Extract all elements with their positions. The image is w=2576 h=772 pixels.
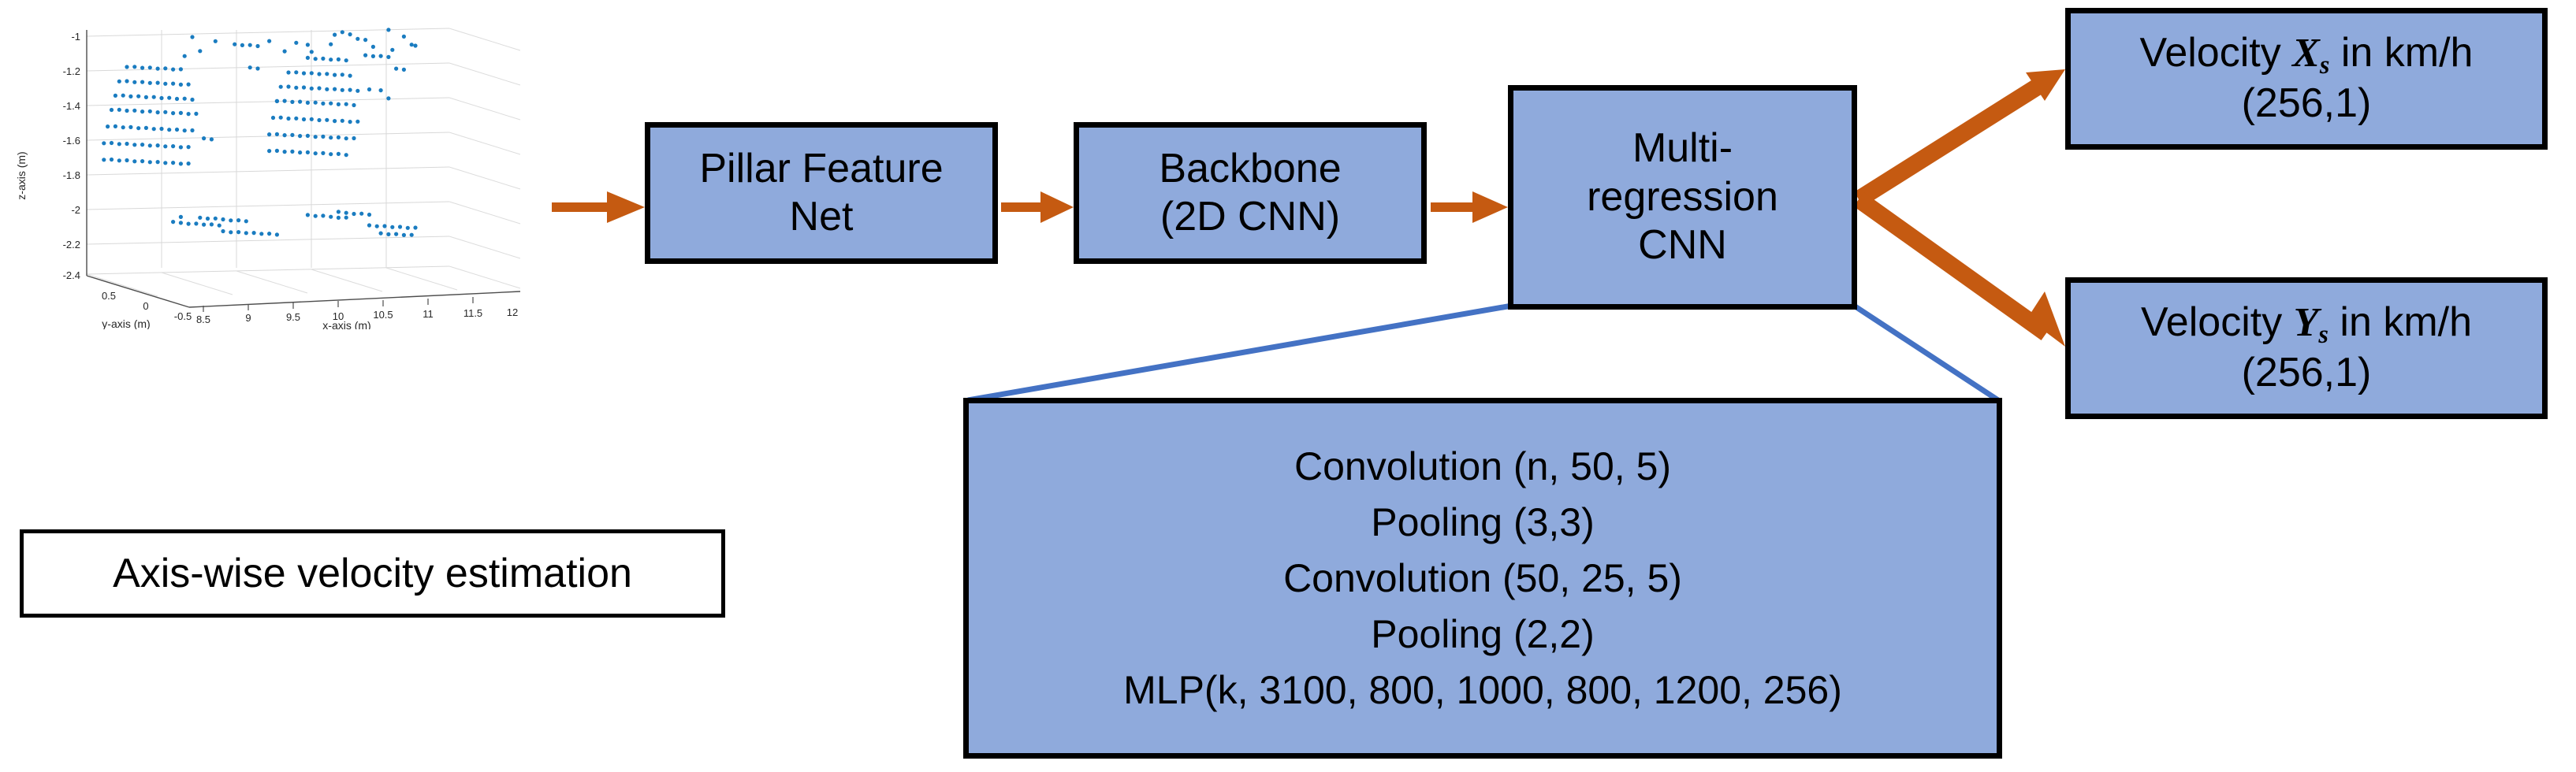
pillar-feature-net-line-1: Pillar Feature: [699, 145, 944, 191]
svg-text:-1.4: -1.4: [63, 100, 80, 112]
velocity-y-prefix: Velocity: [2140, 299, 2294, 346]
svg-text:9: 9: [245, 312, 251, 324]
svg-text:y-axis (m): y-axis (m): [102, 317, 150, 329]
arrow-multiregression-to-velocity-y: [1853, 192, 2065, 347]
detail-line-3: Convolution (50, 25, 5): [1283, 555, 1682, 600]
arrow-backbone-to-multiregression: [1431, 191, 1508, 223]
svg-text:-2.4: -2.4: [63, 269, 80, 281]
svg-text:11: 11: [423, 308, 434, 320]
backbone-line-1: Backbone: [1159, 145, 1342, 191]
svg-text:-1.6: -1.6: [63, 135, 80, 147]
velocity-x-symbol: Xs: [2292, 31, 2330, 80]
svg-text:9.5: 9.5: [286, 311, 300, 323]
backbone-line-2: (2D CNN): [1160, 194, 1341, 239]
caption-label: Axis-wise velocity estimation: [113, 551, 632, 596]
pipeline-box-backbone[interactable]: Backbone (2D CNN): [1074, 122, 1427, 264]
velocity-x-prefix: Velocity: [2139, 30, 2293, 76]
output-box-velocity-x[interactable]: Velocity Xs in km/h (256,1): [2065, 8, 2548, 150]
svg-text:-2: -2: [71, 204, 80, 216]
svg-text:12: 12: [507, 306, 518, 318]
arrow-input-to-pillar: [552, 191, 645, 223]
detail-line-5: MLP(k, 3100, 800, 1000, 800, 1200, 256): [1123, 667, 1842, 712]
svg-text:-1.2: -1.2: [63, 65, 80, 77]
output-box-velocity-y[interactable]: Velocity Ys in km/h (256,1): [2065, 277, 2548, 419]
velocity-x-subscript: s: [2319, 50, 2330, 80]
svg-text:10: 10: [333, 310, 344, 322]
svg-text:8.5: 8.5: [196, 314, 210, 325]
velocity-y-title: Velocity Ys in km/h: [2141, 299, 2472, 349]
svg-text:-1.8: -1.8: [63, 169, 80, 181]
detail-box-multi-regression-architecture[interactable]: Convolution (n, 50, 5) Pooling (3,3) Con…: [963, 398, 2002, 759]
svg-text:0: 0: [143, 300, 148, 312]
detail-line-1: Convolution (n, 50, 5): [1294, 444, 1672, 488]
velocity-x-title: Velocity Xs in km/h: [2140, 29, 2474, 80]
callout-multiregression-to-detail: [967, 302, 2000, 403]
lidar-point-cloud-plot: -1 -1.2 -1.4 -1.6 -1.8 -2 -2.2 -2.4 z-ax…: [15, 28, 521, 329]
caption-box-axis-wise-velocity-estimation[interactable]: Axis-wise velocity estimation: [20, 529, 725, 618]
pipeline-box-multi-regression-cnn[interactable]: Multi- regression CNN: [1508, 85, 1857, 310]
multi-regression-cnn-line-3: CNN: [1638, 222, 1727, 269]
detail-line-4: Pooling (2,2): [1371, 611, 1595, 656]
pipeline-box-pillar-feature-net[interactable]: Pillar Feature Net: [645, 122, 998, 264]
velocity-y-subscript: s: [2318, 320, 2328, 349]
velocity-y-shape: (256,1): [2241, 350, 2372, 396]
velocity-y-suffix: in km/h: [2328, 299, 2473, 346]
multi-regression-cnn-line-2: regression: [1587, 173, 1778, 220]
svg-text:10.5: 10.5: [373, 309, 393, 321]
velocity-x-shape: (256,1): [2241, 80, 2372, 127]
velocity-y-symbol: Ys: [2293, 300, 2328, 349]
svg-text:0.5: 0.5: [102, 290, 116, 302]
svg-text:-1: -1: [71, 31, 80, 43]
svg-text:11.5: 11.5: [463, 307, 482, 319]
detail-line-2: Pooling (3,3): [1371, 499, 1595, 544]
velocity-x-suffix: in km/h: [2329, 30, 2474, 76]
multi-regression-cnn-line-1: Multi-: [1632, 125, 1733, 172]
svg-text:-2.2: -2.2: [63, 239, 80, 251]
arrow-pillar-to-backbone: [1001, 191, 1074, 223]
arrow-multiregression-to-velocity-x: [1854, 69, 2065, 207]
pillar-feature-net-line-2: Net: [789, 194, 854, 239]
svg-text:z-axis (m): z-axis (m): [15, 151, 28, 199]
svg-text:x-axis (m): x-axis (m): [322, 319, 370, 329]
svg-text:-0.5: -0.5: [174, 310, 192, 322]
